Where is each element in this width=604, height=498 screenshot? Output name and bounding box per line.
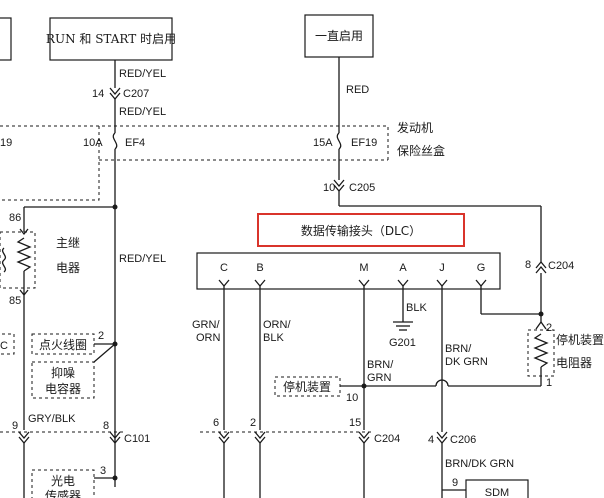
ignition-coil-label: 点火线圈 — [39, 338, 87, 352]
dlc-pin-b: B — [256, 262, 263, 274]
dlc-pin-a: A — [399, 262, 407, 274]
stop-device-label: 停机装置 — [283, 379, 331, 394]
left-edge-box — [0, 17, 12, 61]
relay-box — [0, 231, 36, 289]
pin-9: 9 — [12, 420, 18, 432]
pin-4: 4 — [428, 434, 434, 446]
fuse-box-label-1: 发动机 — [397, 120, 433, 135]
resistor-label-2: 电阻器 — [556, 356, 592, 370]
relay-label-1: 主继 — [56, 236, 80, 250]
photo-pin: 3 — [100, 465, 106, 477]
c207-connector — [109, 87, 121, 96]
c204-right-name: C204 — [548, 260, 574, 272]
always-on-box — [304, 14, 374, 58]
c204-right-pin: 8 — [525, 259, 531, 271]
resistor-symbol — [533, 333, 549, 368]
fuse-ef4 — [112, 132, 118, 150]
wire-grn-orn-2: ORN — [196, 332, 221, 344]
dlc-pin-c: C — [220, 262, 228, 274]
fuse-ef19-rating: 15A — [313, 137, 333, 149]
wire-orn-blk-2: BLK — [263, 332, 284, 344]
ground-g201: G201 — [389, 337, 416, 349]
svg-text:光电: 光电 — [51, 474, 75, 488]
sdm-label: SDM — [485, 487, 509, 498]
resistor-pin-2: 2 — [546, 322, 552, 334]
left-edge-19: 19 — [0, 137, 12, 149]
dlc-title: 数据传输接头（DLC） — [301, 223, 421, 238]
pin-15: 15 — [349, 417, 361, 429]
fuse-box-label-2: 保险丝盒 — [397, 143, 445, 158]
run-start-label: RUN 和 START 时启用 — [46, 32, 176, 46]
dlc-pin-m: M — [359, 262, 368, 274]
svg-text:DK GRN: DK GRN — [445, 356, 488, 368]
dlc-connector — [196, 252, 501, 290]
fuse-ef4-rating: 10A — [83, 137, 103, 149]
wire-label-red-yel-3: RED/YEL — [119, 253, 166, 265]
dlc-pin-g: G — [477, 262, 486, 274]
c101-name: C101 — [124, 433, 150, 445]
c205-pin: 10 — [323, 182, 335, 194]
stop-device-box — [274, 376, 341, 397]
photo-sensor-box — [31, 469, 95, 498]
sdm-pin: 9 — [452, 477, 458, 489]
svg-text:BRN/: BRN/ — [445, 343, 472, 355]
resistor-pin-1: 1 — [546, 377, 552, 389]
c207-pin: 14 — [92, 88, 104, 100]
c204-bottom-name: C204 — [374, 433, 400, 445]
relay-label-2: 电器 — [56, 261, 80, 275]
fuse-ef19-name: EF19 — [351, 137, 377, 149]
c206-name: C206 — [450, 434, 476, 446]
suppressor-box — [31, 361, 95, 399]
svg-text:电容器: 电容器 — [45, 381, 81, 396]
pin-2-right: 2 — [250, 417, 256, 429]
dlc-highlight — [257, 213, 465, 247]
wire-label-red: RED — [346, 84, 369, 96]
svg-text:BRN/: BRN/ — [367, 359, 394, 371]
relay-coil — [16, 237, 32, 272]
resistor-label-1: 停机装置 — [556, 332, 604, 347]
svg-text:GRN: GRN — [367, 372, 392, 384]
relay-pin-86: 86 — [9, 212, 21, 224]
run-start-box — [49, 17, 173, 61]
ignition-pin: 2 — [98, 330, 104, 342]
wire-orn-blk-1: ORN/ — [263, 319, 291, 331]
stop-device-pin: 10 — [346, 392, 358, 404]
sdm-box — [465, 479, 529, 498]
c207-name: C207 — [123, 88, 149, 100]
wire-label-red-yel-1: RED/YEL — [119, 68, 166, 80]
dlc-pin-j: J — [439, 262, 445, 274]
c205-name: C205 — [349, 182, 375, 194]
always-on-label: 一直启用 — [315, 29, 363, 43]
svg-text:传感器: 传感器 — [45, 488, 81, 498]
pin-6: 6 — [213, 417, 219, 429]
wire-label-gry-blk: GRY/BLK — [28, 413, 76, 425]
relay-pin-85: 85 — [9, 295, 21, 307]
wire-brn-dkgrn-2: BRN/DK GRN — [445, 458, 514, 470]
wire-blk: BLK — [406, 302, 427, 314]
svg-text:抑噪: 抑噪 — [51, 365, 75, 380]
wire-grn-orn-1: GRN/ — [192, 319, 220, 331]
left-edge-c: C — [0, 340, 8, 352]
fuse-ef19 — [336, 132, 342, 150]
fuse-ef4-name: EF4 — [125, 137, 145, 149]
pin-8: 8 — [103, 420, 109, 432]
wire-label-red-yel-2: RED/YEL — [119, 106, 166, 118]
